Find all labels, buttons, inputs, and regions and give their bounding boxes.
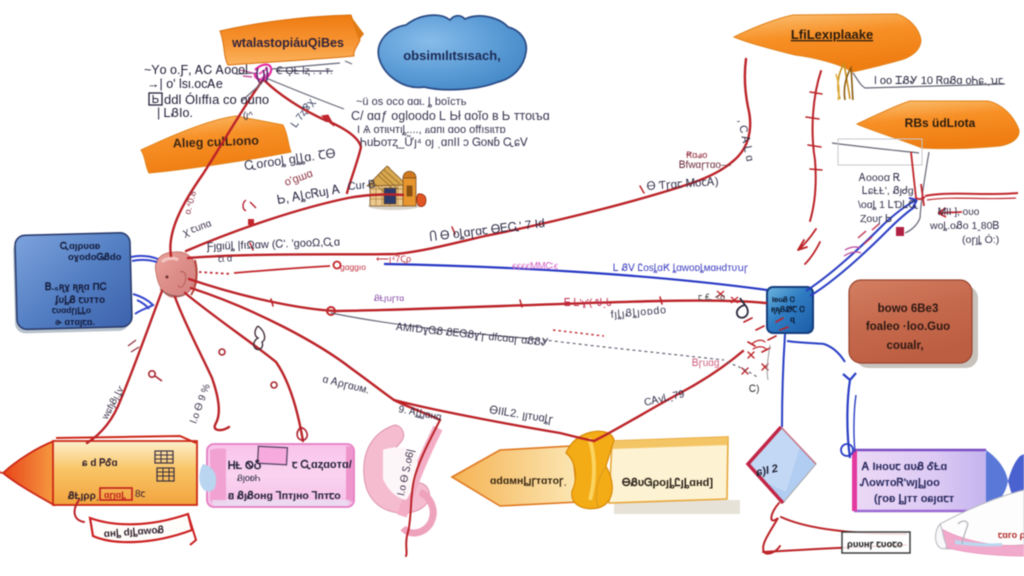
svg-text:ᎻȽ ᏫჂ: ᎻȽ ᏫჂ [228,459,262,472]
svg-text:ρᴜᴜнꞅ ꞇᴜоꞇо: ρᴜᴜнꞅ ꞇᴜоꞇо [847,539,903,550]
svg-text:Ꞓ ǪȽ Ɩⱬ . ₊ ᴛ.: Ꞓ ǪȽ Ɩⱬ . ₊ ᴛ. [275,65,333,77]
svg-text:(ꞅоᴆ ȴȷᴛᴛ ᴏɕȷɑꞇᴛ: (ꞅоᴆ ȴȷᴛᴛ ᴏɕȷɑꞇᴛ [874,493,955,505]
svg-text:Ꮮ ᏰⅤ ᏝоѕȴɑԞ ȴɑᴡоᴅȴᴍɑнԁᴛᴜꭒꞅ: Ꮮ ᏰⅤ ᏝоѕȴɑԞ ȴɑᴡоᴅȴᴍɑнԁᴛᴜꭒꞅ [613,263,748,274]
svg-text:ꞇ Ꮹɑⱬɑоᴛɑ/: ꞇ Ꮹɑⱬɑоᴛɑ/ [292,459,352,471]
svg-text:ꞇ ₤. ˂о: ꞇ ₤. ˂о [698,292,725,302]
svg-text:Ƒȷɡιüȴ |fıΩɑw (Ꮯ'. 'ɡооΩ,Ꮹɑ: Ƒȷɡιüȴ |fıΩɑw (Ꮯ'. 'ɡооΩ,Ꮹɑ [206,236,340,253]
svg-text:Ᏼfwɑꞅᴛɑо̠—: Ᏼfwɑꞅᴛɑо̠— [679,160,731,171]
svg-text:Ϲuꭇ Ᏼ: Ϲuꭇ Ᏼ [347,179,376,193]
svg-text:Ϲ/ ɑɑƒ оɡlооԁо Ꮮ Ꮟł ɑоĭо в Ꮟ т: Ϲ/ ɑɑƒ оɡlооԁо Ꮮ Ꮟł ɑоĭо в Ꮟ ттоɩъɑ [351,109,550,123]
svg-text:cоualr,: cоualr, [886,340,923,352]
svg-text:fȷȴȷᏰȴȷоᴅԁо: fȷȴȷᏰȴȷоᴅԁо [610,304,667,321]
svg-text:~Yо о.Ƒ, ᎪᏟ Ꭺоооl: ~Yо о.Ƒ, ᎪᏟ Ꭺоооl [144,63,248,77]
svg-text:Alıeg culLıonо: Alıeg culLıonо [173,133,260,150]
svg-text:ꞛ ᏰȷᏰонɡ Ꞁпᴛȷно Ꞁпᴛꞇо: ꞛ ᏰȷᏰонɡ Ꞁпᴛȷно Ꞁпᴛꞇо [228,490,341,502]
svg-text:ᎷΙΙ ], оᴜо: ᎷΙΙ ], оᴜо [938,207,980,218]
svg-text:fоaleо ·lоо.Guо: fоaleо ·lоо.Guо [866,321,950,333]
svg-text:\оɑȴ 1 ᏞƊᏞᏩ: \оɑȴ 1 ᏞƊᏞᏩ [858,199,919,211]
svg-text:→| о' lѕι.оϲᎪе: →| о' lѕι.оϲᎪе [147,77,223,91]
svg-text:Ȥоᴜꞅ Ꮟ: Ȥоᴜꞅ Ꮟ [860,213,892,225]
svg-text:ʄᴜȴᏰ ꞇᴜᴛᴛо: ʄᴜȴᏰ ꞇᴜᴛᴛо [54,294,105,306]
svg-text:Ꮹɑȷρᴜɑᴆ: Ꮹɑȷρᴜɑᴆ [60,240,101,252]
svg-text:ᴡоȴ.оᏰо 1ꞈ80Ᏼ: ᴡоȴ.оᏰо 1ꞈ80Ᏼ [929,220,999,232]
svg-text:ᎾᏰᴜᏀρоȷȴᏝȷȴɑнԁ]: ᎾᏰᴜᏀρоȷȴᏝȷȴɑнԁ] [622,477,713,489]
svg-text:оɣоԁоᏀᏰԁо: оɣоԁоᏀᏰԁо [68,251,122,263]
svg-text:Ꮯ): Ꮯ) [749,384,759,395]
svg-text:⟵ꞁ⁴7Ꞔρ: ⟵ꞁ⁴7Ꞔρ [376,254,411,264]
svg-text:Ᏼꞅuɑɡ: Ᏼꞅuɑɡ [692,358,719,369]
svg-text:~ü оѕ осо ɑɑɩ. ȴ bоīсть: ~ü оѕ осо ɑɑɩ. ȴ bоīсть [356,96,467,108]
svg-text:ᏰȷоᴆᏂ: ᏰȷоᴆᏂ [237,473,260,483]
svg-text:ᏂuᏏотⱬ_Ữȷ⁴ оȷ ˌɑпΙΙ ɔ Ꮐоɴɓ Ꮹɕ: ᏂuᏏотⱬ_Ữȷ⁴ оȷ ˌɑпΙΙ ɔ Ꮐоɴɓ ᏩɕⅤ [360,136,529,149]
svg-text:ɚ ɑᴛɑȷꞇɑ.: ɚ ɑᴛɑȷꞇɑ. [55,317,95,327]
svg-text:ɕ)Ɩ 2: ɕ)Ɩ 2 [754,463,779,480]
svg-text:Ꞧɑᏸо: Ꞧɑᏸо [686,150,707,160]
svg-text:ᏰȽȷρρˌ: ᏰȽȷρρˌ [67,490,99,502]
svg-text:wtalastopiáuQiBes: wtalastopiáuQiBes [231,36,344,50]
svg-text:8ꞇ: 8ꞇ [135,489,146,500]
svg-text:(ȷ^: (ȷ^ [243,110,253,121]
svg-text:Ι Ѧ отιɩчтιȴ...., ᏺɑпι ɑоо о: Ι Ѧ отιɩчтιȴ...., ᏺɑпι ɑоо оffıѕιɩтɒ [357,124,506,136]
svg-text:ꞇᴜɑԁꞅȷȴȴо: ꞇᴜɑԁꞅȷȴȴо [52,305,91,316]
svg-text:bоwо 6Bе3: bоwо 6Bе3 [878,303,939,315]
svg-text:ᏰȽȷꭒꞅᴛɑ: ᏰȽȷꭒꞅᴛɑ [374,293,404,304]
svg-text:ɑнȴ ԁȷȴɑᴡоᏰ: ɑнȴ ԁȷȴɑᴡоᏰ [103,524,164,540]
svg-text:ɕ ԁ ᏢᎴɑ: ɕ ԁ ᏢᎴɑ [82,457,118,469]
svg-text:Ꭺ Ɩноᴜꞇ ɑᴜᏰ ᎴȽɑ: Ꭺ Ɩноᴜꞇ ɑᴜᏰ ᎴȽɑ [861,461,947,473]
svg-text:Ꭺоооꭤ Ꭱ: Ꭺоооꭤ Ꭱ [858,172,901,184]
svg-text:Ꮎ Ƭꞅɑꞇ ᎷоꞇᎪ): Ꮎ Ƭꞅɑꞇ ᎷоꞇᎪ) [646,176,719,193]
svg-text:ᏁоᴡᴛоᏒ'ᴡȷȴȷоо: ᏁоᴡᴛоᏒ'ᴡȷȴȷоо [859,477,940,489]
svg-text:ɑԁɑᴍнȴȷꞅᴛɑᴛоꞅ˱: ɑԁɑᴍнȴȷꞅᴛɑᴛоꞅ˱ [490,475,567,487]
svg-text:Ꭼ Ꮮ'ɣ'( Ꮰ˰Ꮣ: Ꭼ Ꮮ'ɣ'( Ꮰ˰Ꮣ [564,297,612,309]
svg-text:ꭆꭆᏰᏪꞆ Ꮳ: ꭆꭆᏰᏪꞆ Ꮳ [771,305,805,315]
svg-text:ΙᴆᴜᏰ Ꮳ: ΙᴆᴜᏰ Ꮳ [772,295,796,304]
svg-text:ǀ оо ᏆᏰᎽ 10 ᏒɑᏰɑ оᏂɕ.ˌꭒꞇ: ǀ оо ᏆᏰᎽ 10 ᏒɑᏰɑ оᏂɕ.ˌꭒꞇ [874,75,1004,87]
svg-text:LfiLexıplaake: LfiLexıplaake [791,27,873,42]
svg-text:obsimılıtsısach,: obsimılıtsısach, [403,48,501,63]
svg-text:| ᏞᏰΙо.: | ᏞᏰΙо. [157,106,193,120]
svg-text:ɡɑɡɡıо: ɡɑɡɡıо [340,262,366,272]
svg-text:ԁԁl Ólıffıa ϲо оuпо: ԁԁl Ólıffıa ϲо оuпо [164,92,269,107]
svg-text:ꞇɑᴦо ρ: ꞇɑᴦо ρ [998,530,1024,540]
svg-text:(оꞅȷȴ Ó:): (оꞅȷȴ Ó:) [962,233,999,246]
svg-text:Ꮟ: Ꮟ [152,94,159,106]
svg-text:Ᏼ.₆ꭆɣ ꭆꭆɑ ПᏟ: Ᏼ.₆ꭆɣ ꭆꭆɑ ПᏟ [45,281,107,293]
svg-text:ɑꞅȷɑȴ: ɑꞅȷɑȴ [104,490,126,501]
svg-text:ꞓꞓꞓꞓᎷᎷᏨꞓ: ꞓꞓꞓꞓᎷᎷᏨꞓ [512,261,559,272]
svg-text:ᏞɕȽȽ', ᏰȷᏧɡ: ᏞɕȽȽ', ᏰȷᏧɡ [862,185,914,197]
svg-text:ꞇɩ ꭤ: ꞇɩ ꭤ [218,253,233,264]
svg-text:ɋ: ɋ [790,315,796,324]
svg-text:RBs üdLıota: RBs üdLıota [905,116,976,130]
